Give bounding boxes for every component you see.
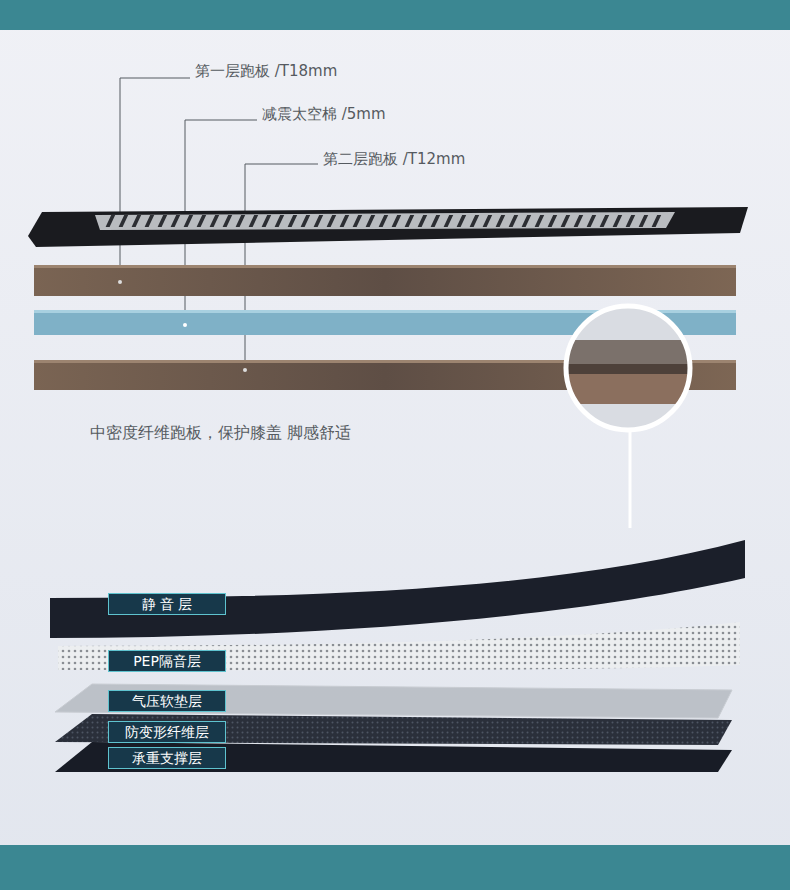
grille-slot: [613, 215, 623, 227]
grille-slot: [652, 215, 662, 227]
grille-slot: [392, 215, 402, 227]
leader-dot: [243, 368, 247, 372]
grille-slot: [548, 215, 558, 227]
grille-slot: [106, 215, 116, 227]
callout-label: 第一层跑板 /T18mm: [195, 62, 337, 80]
grille-slot: [366, 215, 376, 227]
grille-slot: [119, 215, 129, 227]
grille-slots: [106, 215, 662, 227]
magnifier-stem: [629, 431, 632, 528]
deck-grille: [95, 212, 675, 230]
grille-slot: [301, 215, 311, 227]
grille-slot: [496, 215, 506, 227]
grille-slot: [288, 215, 298, 227]
grille-slot: [145, 215, 155, 227]
grille-slot: [184, 215, 194, 227]
grille-slot: [132, 215, 142, 227]
sheet-layer: [50, 540, 745, 638]
layer-label: 气压软垫层: [108, 690, 226, 712]
grille-slot: [431, 215, 441, 227]
grille-slot: [314, 215, 324, 227]
sheet-layer: [55, 684, 732, 718]
board-edge: [34, 265, 736, 268]
grille-slot: [171, 215, 181, 227]
magnifier: [560, 300, 700, 440]
grille-slot: [600, 215, 610, 227]
board-layer: [34, 265, 736, 296]
grille-slot: [639, 215, 649, 227]
layer-name: 静 音 层: [142, 596, 193, 612]
caption-note: 中密度纤维跑板，保护膝盖 脚感舒适: [90, 424, 351, 442]
grille-slot: [522, 215, 532, 227]
layer-name: 气压软垫层: [132, 693, 202, 709]
sheet-layer: [55, 714, 732, 745]
top-bar: [0, 0, 790, 30]
leader-dot: [183, 323, 187, 327]
grille-slot: [262, 215, 272, 227]
layer-label: 承重支撑层: [108, 747, 226, 769]
grille-slot: [249, 215, 259, 227]
grille-slot: [223, 215, 233, 227]
grille-slot: [210, 215, 220, 227]
grille-slot: [587, 215, 597, 227]
layer-label: 静 音 层: [108, 593, 226, 615]
grille-slot: [483, 215, 493, 227]
grille-slot: [353, 215, 363, 227]
layer-name: 防变形纤维层: [125, 724, 209, 740]
grille-slot: [457, 215, 467, 227]
sheet-layer: [58, 622, 740, 670]
grille-slot: [574, 215, 584, 227]
grille-slot: [418, 215, 428, 227]
grille-slot: [236, 215, 246, 227]
grille-slot: [626, 215, 636, 227]
leader-dot: [118, 280, 122, 284]
sheet-layer: [55, 742, 732, 772]
grille-slot: [197, 215, 207, 227]
layer-label: 防变形纤维层: [108, 721, 226, 743]
grille-slot: [327, 215, 337, 227]
grille-slot: [379, 215, 389, 227]
deck-board: [28, 207, 748, 247]
magnifier-ring: [566, 306, 690, 430]
layer-label: PEP隔音层: [108, 650, 226, 672]
bottom-bar: [0, 845, 790, 890]
layer-name: PEP隔音层: [133, 653, 201, 669]
grille-slot: [509, 215, 519, 227]
grille-slot: [275, 215, 285, 227]
grille-slot: [158, 215, 168, 227]
grille-slot: [535, 215, 545, 227]
callout-label: 第二层跑板 /T12mm: [323, 150, 465, 168]
layer-name: 承重支撑层: [132, 750, 202, 766]
grille-slot: [470, 215, 480, 227]
grille-slot: [561, 215, 571, 227]
grille-slot: [340, 215, 350, 227]
callout-label: 减震太空棉 /5mm: [262, 105, 386, 123]
grille-slot: [444, 215, 454, 227]
grille-slot: [405, 215, 415, 227]
